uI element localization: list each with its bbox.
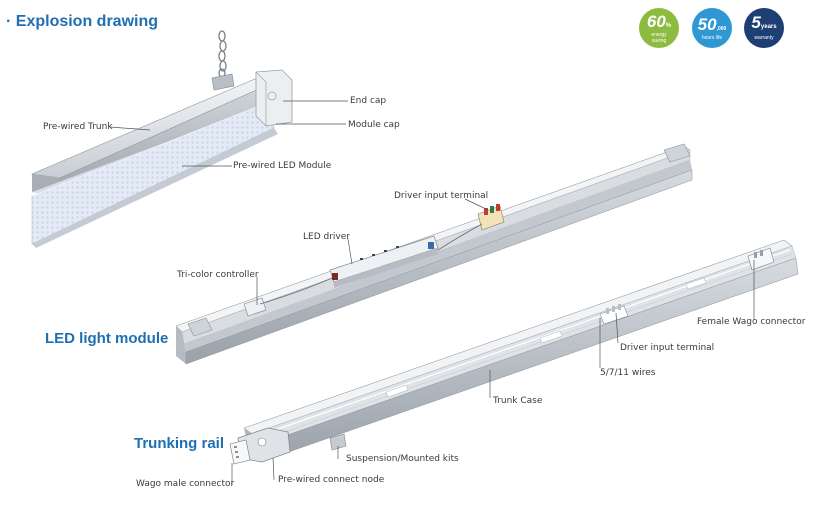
label-driver-input-terminal-top: Driver input terminal	[394, 191, 489, 201]
label-wires: 5/7/11 wires	[600, 368, 656, 378]
label-pre-wired-connect-node: Pre-wired connect node	[278, 475, 385, 485]
badge-energy-line2: saving	[651, 38, 667, 44]
badge-energy-unit: %	[665, 23, 672, 29]
label-pre-wired-led-module: Pre-wired LED Module	[233, 161, 332, 171]
badge-energy-value: 60	[646, 12, 666, 31]
label-tri-color-controller: Tri-color controller	[177, 270, 259, 280]
label-driver-input-terminal-bottom: Driver input terminal	[620, 343, 715, 353]
badge-energy-line1: energy	[651, 32, 667, 38]
section-trunking-rail: Trunking rail	[134, 435, 225, 452]
led-module-rail	[175, 143, 693, 365]
label-trunk-case: Trunk Case	[493, 396, 543, 406]
section-led-light-module: LED light module	[45, 330, 169, 347]
leader-lines	[109, 100, 755, 485]
label-led-driver: LED driver	[303, 232, 350, 242]
badge-hours-unit: ,000	[716, 26, 727, 32]
warranty-badge: 5years warranty	[744, 8, 784, 48]
page-title: · Explosion drawing	[6, 13, 159, 30]
badge-warranty-line1: warranty	[754, 35, 774, 41]
hours-life-badge: 50,000 hours life	[692, 8, 732, 48]
label-female-wago-connector: Female Wago connector	[697, 317, 806, 327]
top-fixture	[30, 30, 293, 248]
label-wago-male-connector: Wago male connector	[136, 479, 235, 489]
energy-saving-badge: 60% energy saving	[639, 8, 679, 48]
trunking-rail	[229, 239, 799, 465]
label-pre-wired-trunk: Pre-wired Trunk	[43, 122, 113, 132]
label-suspension-kits: Suspension/Mounted kits	[346, 454, 459, 464]
badge-hours-value: 50	[697, 15, 717, 34]
badge-hours-line1: hours life	[701, 35, 723, 41]
label-module-cap: Module cap	[348, 120, 400, 130]
label-end-cap: End cap	[350, 96, 387, 106]
badge-warranty-value: 5	[751, 13, 761, 32]
suspension-chain	[218, 30, 227, 78]
badge-warranty-unit: years	[760, 24, 777, 30]
